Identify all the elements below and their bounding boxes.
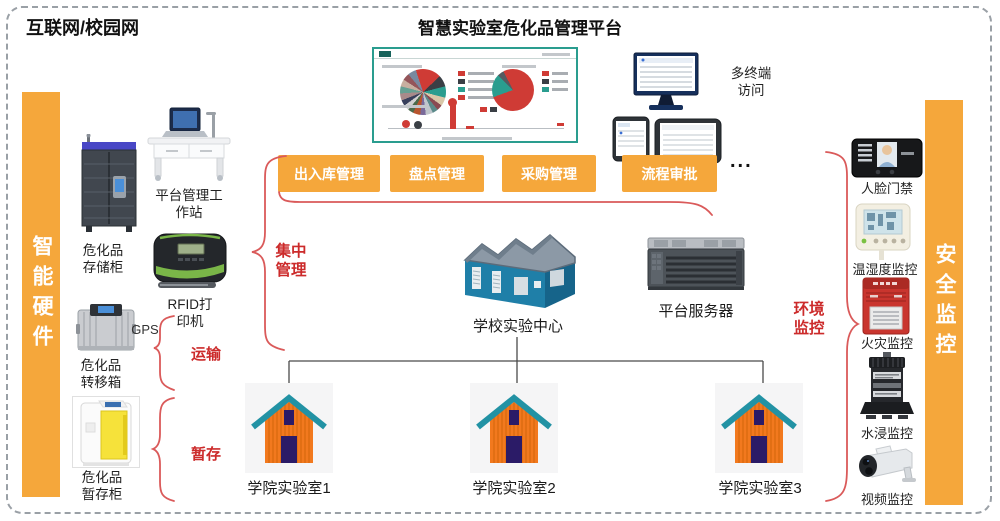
- temp-cabinet-icon: [72, 396, 140, 468]
- bar-tall: [450, 105, 456, 129]
- module-inout-warehouse[interactable]: 出入库管理: [278, 155, 380, 192]
- gps-label: GPS: [131, 322, 159, 337]
- smartphone-icon: [612, 116, 650, 167]
- dashed-border: [6, 6, 992, 514]
- temp-storage-label: 暂存: [190, 446, 221, 463]
- fire-monitor-label: 火灾监控: [860, 336, 913, 351]
- cctv-camera-label: 视频监控: [860, 492, 913, 507]
- left-sidebar-smart-hardware: 智能硬件: [22, 92, 60, 497]
- temp-humidity-icon: [852, 202, 914, 265]
- module-inventory[interactable]: 盘点管理: [390, 155, 484, 192]
- lab1-label: 学院实验室1: [247, 480, 331, 497]
- rfid-printer-label: RFID打印机: [167, 297, 213, 329]
- lab2-label: 学院实验室2: [472, 480, 556, 497]
- lab-building-icon-1: [245, 383, 333, 478]
- lab3-label: 学院实验室3: [718, 480, 802, 497]
- temp-humidity-label: 温湿度监控: [852, 262, 918, 277]
- module-approval[interactable]: 流程审批: [622, 155, 717, 192]
- workstation-label: 平台管理工作站: [155, 188, 223, 220]
- bar-chart-axis: [388, 107, 564, 129]
- lab-building-icon-2: [470, 383, 558, 478]
- more-modules-ellipsis: ...: [730, 150, 753, 172]
- water-sensor-icon: [856, 352, 918, 427]
- lab-building-icon-3: [715, 383, 803, 478]
- centralized-management-label: 集中管理: [275, 243, 307, 280]
- transfer-box-icon: [76, 302, 136, 359]
- storage-cabinet-label: 危化品存储柜: [82, 243, 124, 275]
- fire-monitor-icon: [856, 276, 916, 341]
- transport-label: 运输: [190, 346, 221, 363]
- temp-cabinet-label: 危化品暂存柜: [81, 470, 123, 502]
- hazmat-storage-cabinet-icon: [80, 133, 138, 239]
- pie-chart-right: [492, 69, 534, 111]
- dashboard-menu-chip: [379, 51, 391, 57]
- environment-monitoring-label: 环境监控: [793, 301, 825, 338]
- right-sidebar-safety-monitoring: 安全监控: [925, 100, 963, 505]
- server-label: 平台服务器: [658, 303, 734, 320]
- dashboard-screenshot: [372, 47, 578, 143]
- cctv-camera-icon: [852, 444, 922, 494]
- server-icon: [646, 236, 746, 297]
- multi-terminal-label: 多终端访问: [730, 66, 772, 98]
- desktop-monitor-icon: [633, 52, 699, 121]
- lab-center-label: 学校实验中心: [472, 318, 563, 335]
- transfer-box-label: 危化品转移箱: [80, 358, 122, 390]
- page-title: 智慧实验室危化品管理平台: [418, 19, 622, 38]
- face-access-icon: [851, 138, 923, 183]
- face-access-label: 人脸门禁: [860, 181, 913, 196]
- rfid-printer-icon: [150, 226, 230, 297]
- module-purchase[interactable]: 采购管理: [502, 155, 596, 192]
- dashboard-topbar: [374, 49, 576, 59]
- workstation-icon: [146, 102, 232, 187]
- tablet-icon: [654, 118, 722, 169]
- network-title: 互联网/校园网: [26, 18, 140, 38]
- right-sidebar-label: 安全监控: [933, 242, 956, 363]
- left-sidebar-label: 智能硬件: [30, 234, 53, 355]
- water-sensor-label: 水浸监控: [860, 426, 913, 441]
- lab-center-building-icon: [450, 215, 590, 318]
